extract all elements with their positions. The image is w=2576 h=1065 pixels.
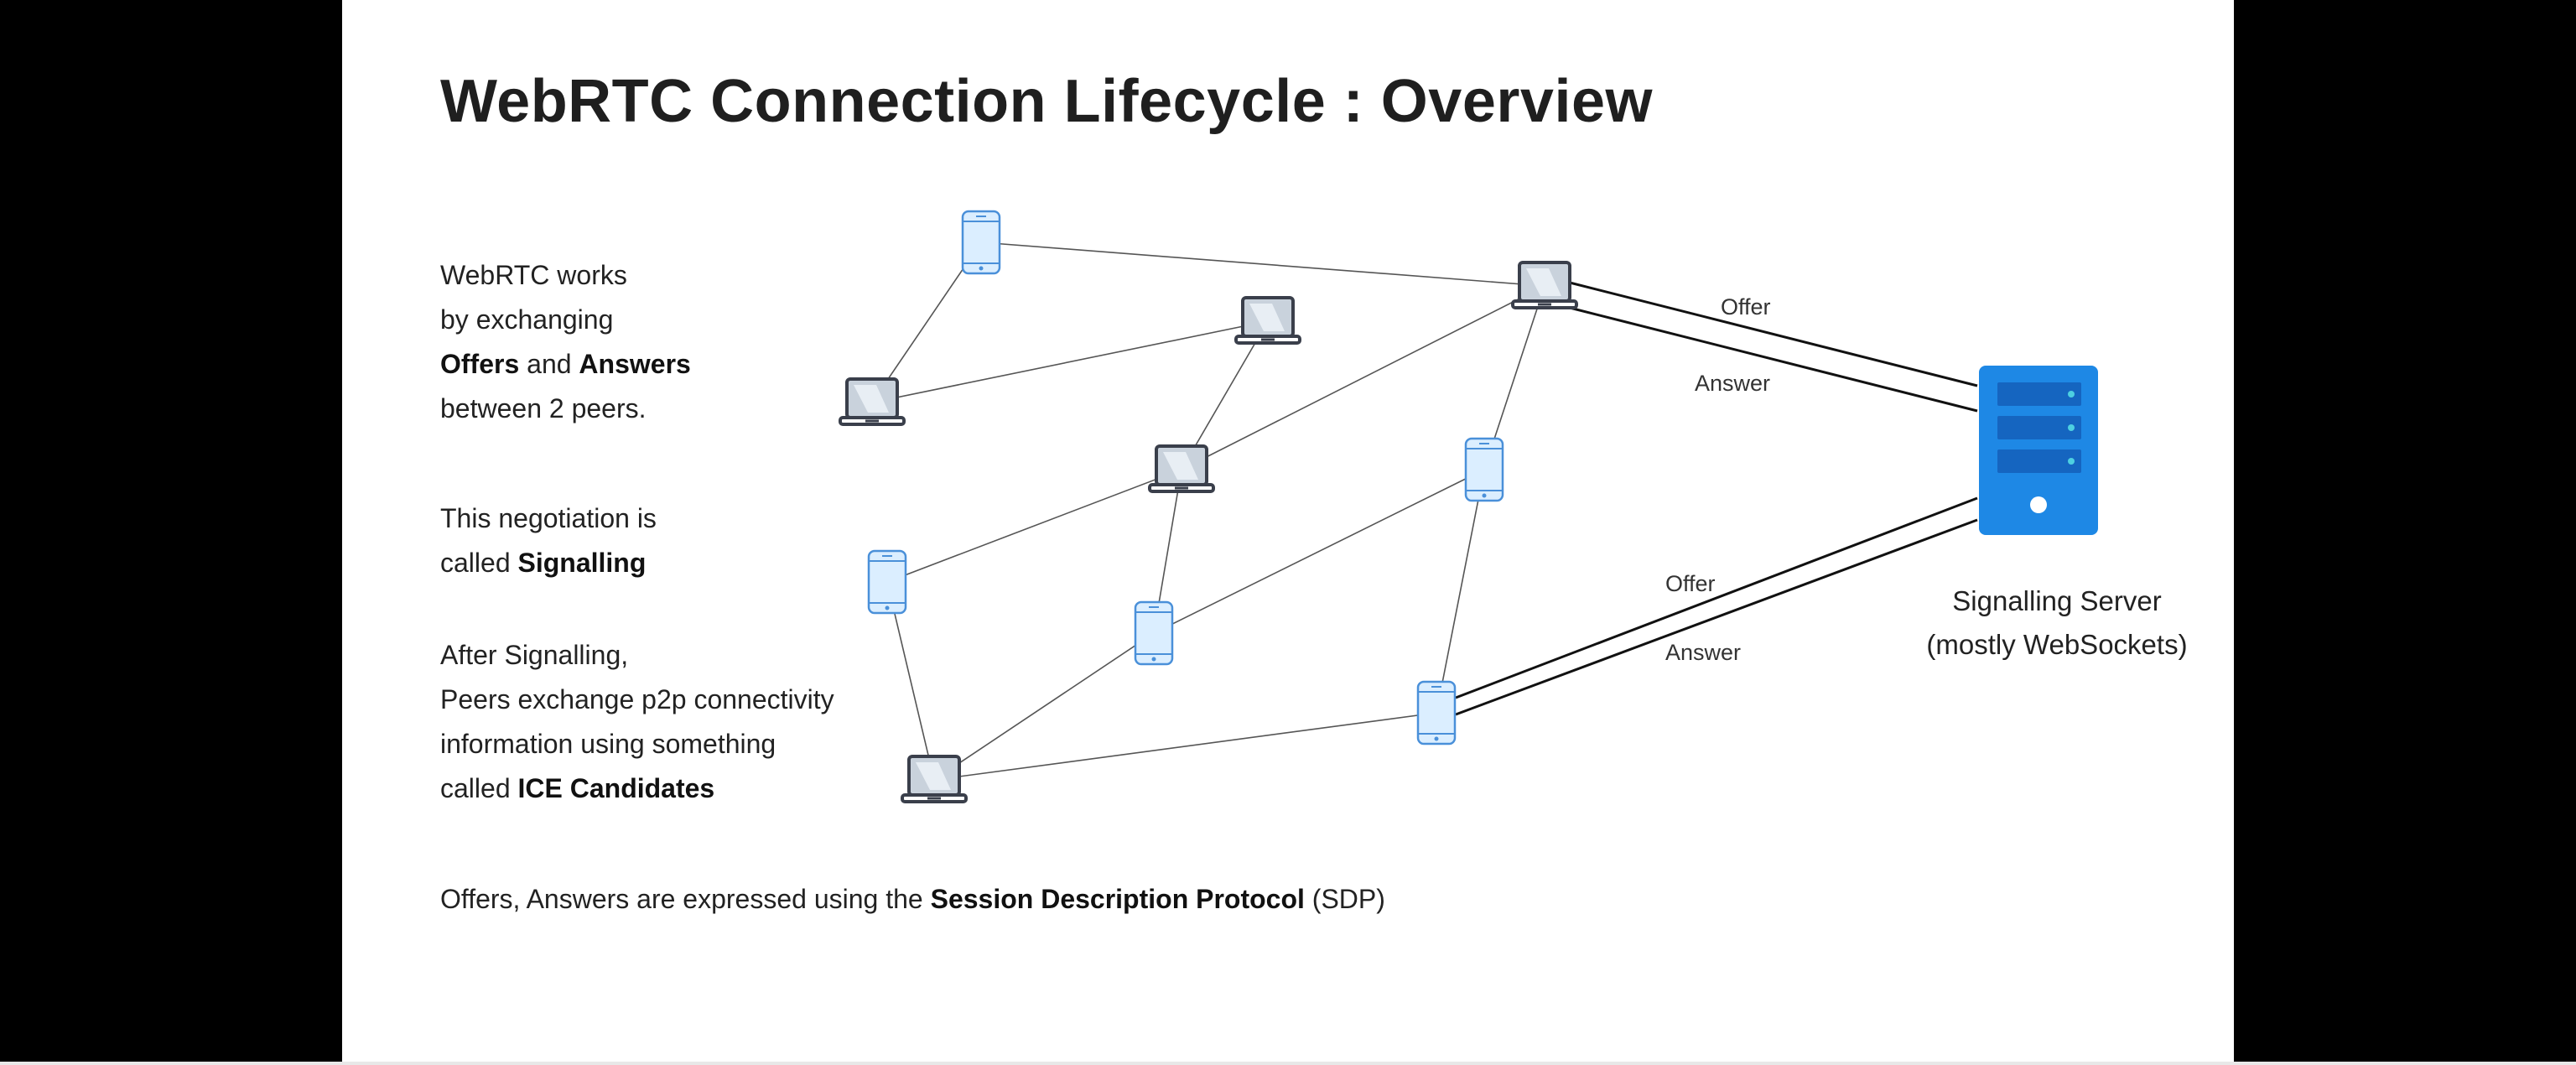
- text-line: This negotiation is: [440, 503, 657, 533]
- server-icon: [1979, 366, 2098, 535]
- bold-sdp: Session Description Protocol: [930, 884, 1305, 914]
- label-answer-top: Answer: [1695, 371, 1770, 396]
- slide: WebRTC Connection Lifecycle : Overview W…: [342, 0, 2234, 1062]
- bold-ice-candidates: ICE Candidates: [517, 773, 715, 803]
- edge: [933, 632, 1155, 781]
- server-label-line2: (mostly WebSockets): [1926, 629, 2187, 660]
- text-line: by exchanging: [440, 304, 614, 335]
- bold-answers: Answers: [579, 349, 691, 379]
- label-offer-bottom: Offer: [1665, 571, 1716, 596]
- edge: [933, 712, 1437, 781]
- phone-icon: [1464, 437, 1504, 502]
- phone-icon: [961, 210, 1001, 275]
- edge: [980, 242, 1545, 287]
- text-after: (SDP): [1304, 884, 1385, 914]
- edge: [886, 469, 1182, 583]
- paragraph-offers-answers: WebRTC works by exchanging Offers and An…: [440, 253, 691, 431]
- phone-icon: [867, 549, 907, 615]
- paragraph-ice: After Signalling, Peers exchange p2p con…: [440, 633, 834, 811]
- bold-signalling: Signalling: [517, 548, 647, 578]
- edge: [886, 581, 935, 781]
- edge: [1181, 285, 1545, 470]
- server-label-line1: Signalling Server: [1952, 585, 2161, 616]
- text-line: Peers exchange p2p connectivity: [440, 684, 834, 714]
- answer-line-top: [1566, 305, 1978, 413]
- text-and: and: [519, 349, 579, 379]
- label-offer-top: Offer: [1721, 294, 1771, 320]
- paragraph-sdp: Offers, Answers are expressed using the …: [440, 877, 1385, 922]
- bold-offers: Offers: [440, 349, 520, 379]
- paragraph-signalling: This negotiation is called Signalling: [440, 496, 657, 585]
- laptop-icon: [1148, 444, 1215, 493]
- offer-line-top: [1566, 280, 1978, 387]
- edge: [871, 320, 1269, 403]
- signalling-connections: [1455, 280, 1978, 716]
- text-line: between 2 peers.: [440, 393, 647, 423]
- laptop-icon: [839, 377, 906, 426]
- phone-icon: [1416, 680, 1457, 746]
- phone-icon: [1134, 600, 1174, 666]
- label-answer-bottom: Answer: [1665, 640, 1741, 665]
- laptop-icon: [1511, 261, 1578, 309]
- bottom-border: [0, 1062, 2576, 1065]
- text-called: called: [440, 773, 518, 803]
- laptop-icon: [901, 755, 968, 803]
- edge: [1153, 469, 1485, 634]
- text-line: After Signalling,: [440, 640, 629, 670]
- network-diagram: Offer Answer Offer Answer Signalling Ser…: [839, 210, 2188, 803]
- offer-line-bottom: [1455, 496, 1978, 699]
- edge: [1436, 469, 1485, 714]
- answer-line-bottom: [1455, 518, 1978, 716]
- page-title: WebRTC Connection Lifecycle : Overview: [440, 68, 1653, 135]
- text-called: called: [440, 548, 518, 578]
- text-before: Offers, Answers are expressed using the: [440, 884, 931, 914]
- text-line: WebRTC works: [440, 260, 627, 290]
- laptop-icon: [1234, 296, 1301, 345]
- text-line: information using something: [440, 729, 776, 759]
